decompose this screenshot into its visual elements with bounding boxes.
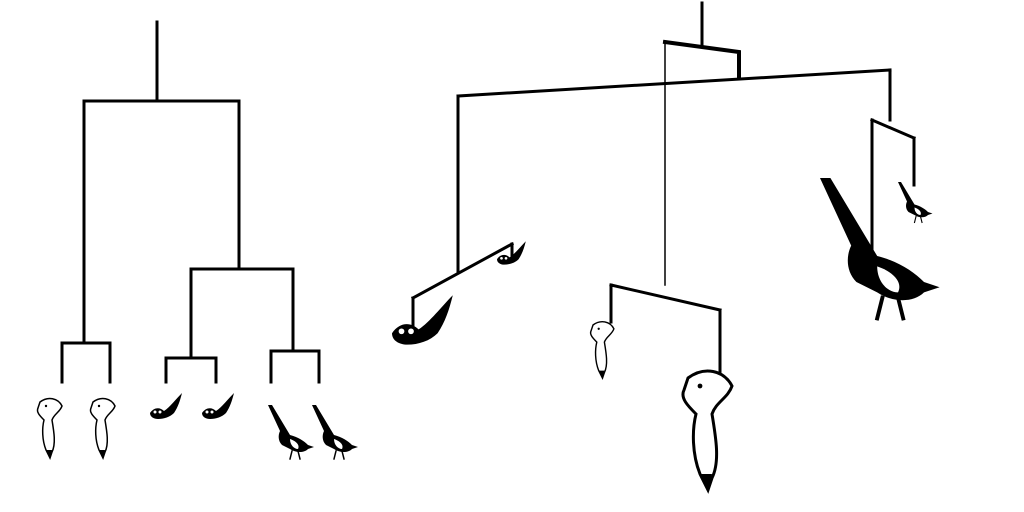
owl-icon <box>392 295 453 345</box>
owl-icon <box>150 393 182 419</box>
dendrogram-root <box>82 20 241 103</box>
mobile <box>410 1 916 374</box>
mobile-arm-magpies <box>870 68 916 287</box>
dendrogram-branch-gulls <box>60 99 112 384</box>
magpie-icon <box>897 181 934 224</box>
gull-icon <box>36 397 63 459</box>
dendrogram-branch-magpies <box>269 267 321 384</box>
dendrogram <box>60 20 321 384</box>
gull-icon <box>89 397 116 459</box>
dendrogram-leaves <box>36 393 359 460</box>
gull-icon <box>681 369 734 492</box>
magpie-icon <box>311 404 359 460</box>
magpie-icon <box>267 404 315 460</box>
dendrogram-branch-owls <box>164 267 218 384</box>
magpie-icon <box>818 176 942 321</box>
mobile-arm-gulls <box>609 283 722 374</box>
mobile-arm-owls <box>410 94 515 337</box>
gull-icon <box>589 320 615 379</box>
dendrogram-branch-right <box>189 99 295 271</box>
mobile-birds <box>392 176 942 492</box>
owl-icon <box>202 393 234 419</box>
